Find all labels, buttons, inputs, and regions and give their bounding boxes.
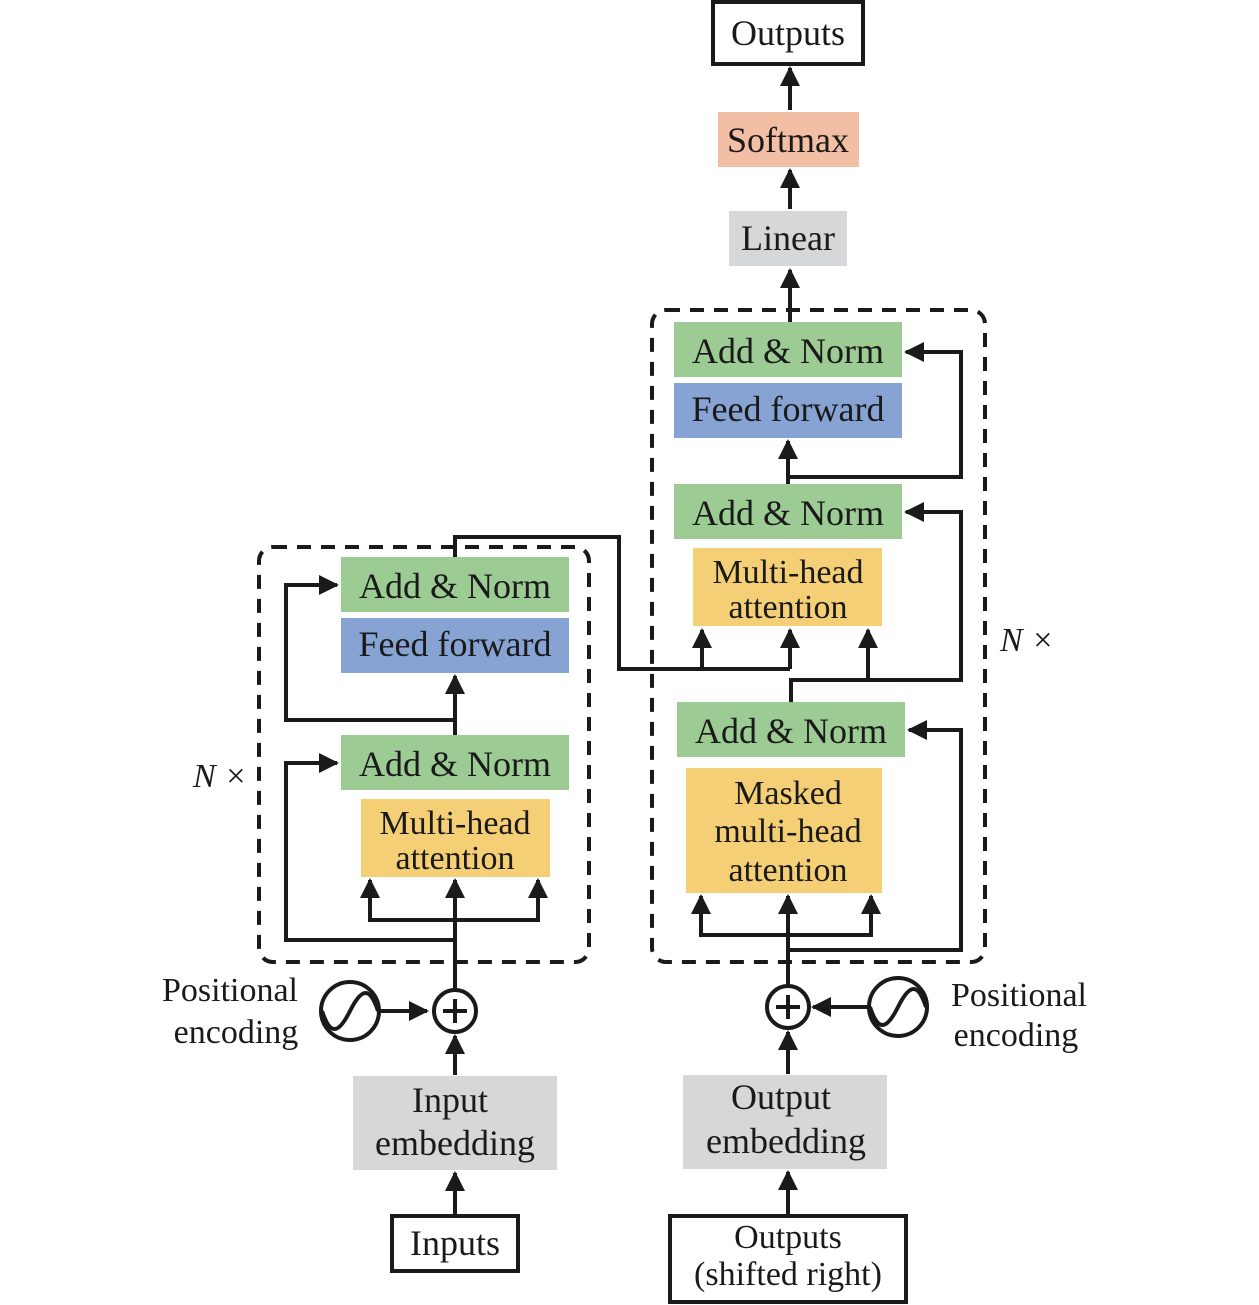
encoder-attention-line1: Multi-head xyxy=(379,805,530,842)
input-embedding-line1: Input xyxy=(412,1080,488,1120)
linear-block: Linear xyxy=(729,211,847,266)
encoder-repeat-label: N × xyxy=(192,758,247,795)
encoder-sine-wave-icon xyxy=(319,980,381,1042)
inputs-box: Inputs xyxy=(390,1214,520,1273)
decoder-connections xyxy=(691,342,963,990)
decoder-feed-forward-label: Feed forward xyxy=(692,389,885,429)
decoder-repeat-label: N × xyxy=(999,622,1054,659)
decoder-multi-head-attention: Multi-head attention xyxy=(693,548,882,626)
output-embedding-block: Output embedding xyxy=(683,1075,887,1169)
decoder-add-norm-top-label: Add & Norm xyxy=(692,331,884,371)
encoder-add-norm-bottom-label: Add & Norm xyxy=(359,744,551,784)
decoder-masked-line1: Masked xyxy=(734,775,842,812)
encoder-feed-forward: Feed forward xyxy=(341,618,569,673)
encoder-attention-line2: attention xyxy=(396,840,515,877)
inputs-label: Inputs xyxy=(410,1223,500,1263)
input-embedding-line2: embedding xyxy=(375,1123,535,1163)
input-embedding-block: Input embedding xyxy=(353,1076,557,1170)
encoder-add-norm-top: Add & Norm xyxy=(341,557,569,612)
decoder-sine-wave-icon xyxy=(867,976,929,1038)
decoder-add-norm-mid: Add & Norm xyxy=(674,484,902,539)
linear-label: Linear xyxy=(741,218,835,258)
decoder-positional-encoding: Positional encoding xyxy=(765,976,1087,1054)
decoder-positional-line1: Positional xyxy=(951,977,1087,1014)
output-embedding-line1: Output xyxy=(731,1077,831,1117)
encoder-multi-head-attention: Multi-head attention xyxy=(361,799,550,877)
decoder-masked-line2: multi-head xyxy=(714,813,861,850)
decoder-add-norm-top: Add & Norm xyxy=(674,322,902,377)
decoder-add-norm-bottom: Add & Norm xyxy=(677,702,905,757)
decoder-attention-line2: attention xyxy=(729,589,848,626)
final-outputs-box: Outputs xyxy=(711,0,865,66)
decoder-attention-line1: Multi-head xyxy=(712,554,863,591)
shifted-outputs-line2: (shifted right) xyxy=(694,1256,882,1293)
decoder-positional-line2: encoding xyxy=(954,1017,1079,1054)
decoder-add-norm-mid-label: Add & Norm xyxy=(692,493,884,533)
final-outputs-label: Outputs xyxy=(731,13,845,53)
encoder-stack-border xyxy=(257,545,591,964)
encoder-connections xyxy=(284,535,800,1000)
decoder-feed-forward: Feed forward xyxy=(674,383,902,438)
encoder-positional-line2: encoding xyxy=(174,1014,299,1051)
output-embedding-line2: embedding xyxy=(706,1121,866,1161)
decoder-add-norm-bottom-label: Add & Norm xyxy=(695,711,887,751)
decoder-masked-attention: Masked multi-head attention xyxy=(686,768,882,893)
encoder-feed-forward-label: Feed forward xyxy=(359,624,552,664)
encoder-add-icon xyxy=(432,988,478,1034)
encoder-positional-line1: Positional xyxy=(162,972,298,1009)
decoder-add-icon xyxy=(765,984,811,1030)
decoder-stack-border xyxy=(650,308,987,964)
shifted-outputs-line1: Outputs xyxy=(734,1219,842,1256)
softmax-label: Softmax xyxy=(727,120,849,160)
shifted-outputs-box: Outputs (shifted right) xyxy=(668,1214,908,1304)
encoder-positional-encoding: Positional encoding xyxy=(162,972,478,1051)
encoder-add-norm-bottom: Add & Norm xyxy=(341,735,569,790)
encoder-add-norm-top-label: Add & Norm xyxy=(359,566,551,606)
softmax-block: Softmax xyxy=(718,112,859,167)
decoder-masked-line3: attention xyxy=(729,852,848,889)
